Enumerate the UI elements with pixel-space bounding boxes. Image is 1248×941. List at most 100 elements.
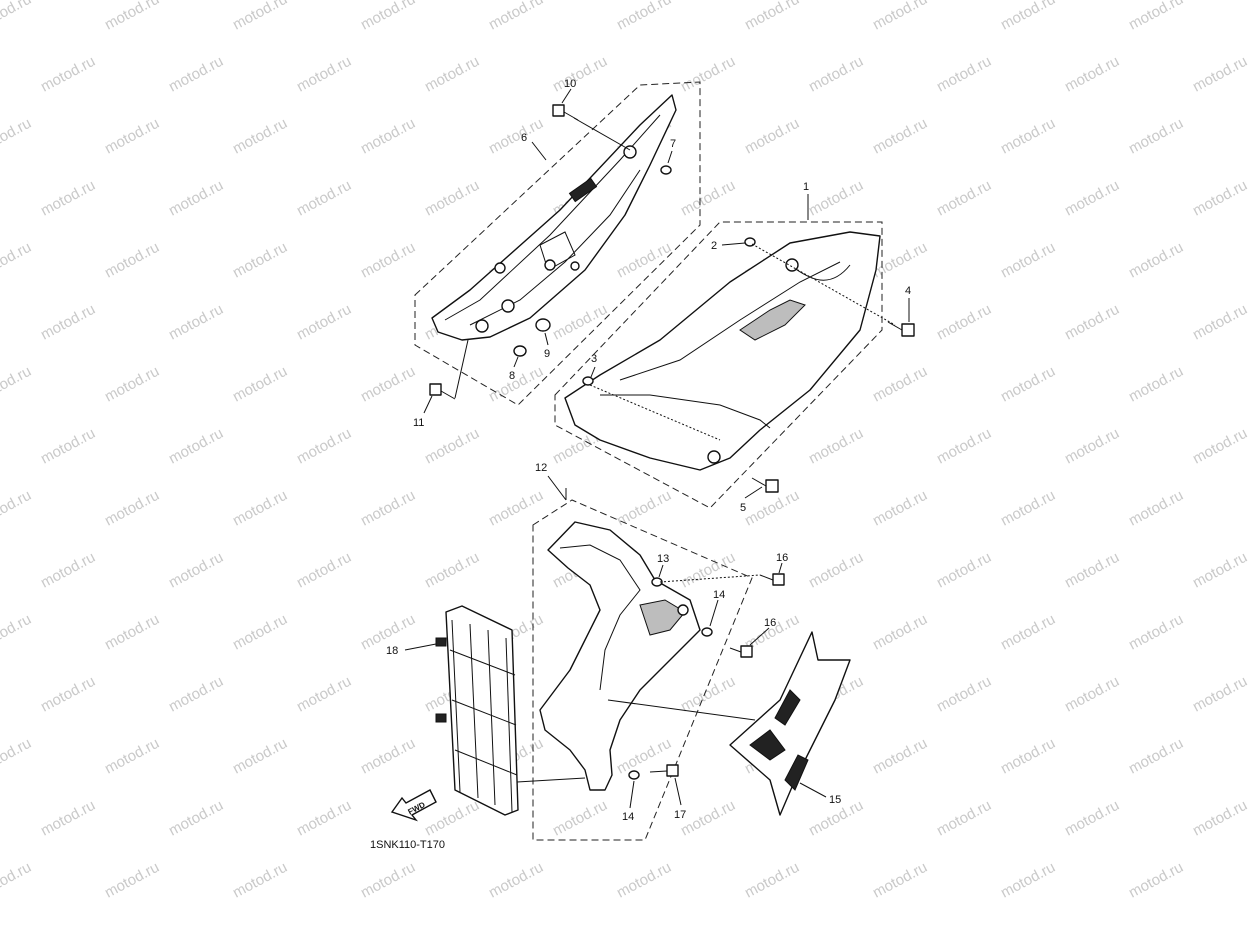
watermark-text: motod.ru bbox=[0, 115, 34, 158]
watermark-text: motod.ru bbox=[358, 115, 418, 158]
watermark-text: motod.ru bbox=[38, 797, 98, 840]
watermark-text: motod.ru bbox=[870, 363, 930, 406]
watermark-text: motod.ru bbox=[0, 363, 34, 406]
watermark-text: motod.ru bbox=[678, 797, 738, 840]
watermark-text: motod.ru bbox=[486, 363, 546, 406]
watermark-text: motod.ru bbox=[166, 549, 226, 592]
watermark-text: motod.ru bbox=[614, 239, 674, 282]
callout-3: 3 bbox=[591, 353, 597, 365]
watermark-text: motod.ru bbox=[358, 363, 418, 406]
bolt-11 bbox=[429, 383, 456, 400]
watermark-text: motod.ru bbox=[678, 549, 738, 592]
watermark-text: motod.ru bbox=[998, 115, 1058, 158]
watermark-text: motod.ru bbox=[294, 301, 354, 344]
watermark-text: motod.ru bbox=[998, 239, 1058, 282]
watermark-text: motod.ru bbox=[998, 611, 1058, 654]
watermark-text: motod.ru bbox=[1126, 363, 1186, 406]
watermark-text: motod.ru bbox=[166, 177, 226, 220]
watermark-text: motod.ru bbox=[294, 53, 354, 96]
part-group-12 bbox=[516, 488, 785, 841]
watermark-text: motod.ru bbox=[806, 549, 866, 592]
watermark-text: motod.ru bbox=[294, 425, 354, 468]
callout-leaders bbox=[404, 88, 910, 809]
watermark-text: motod.ru bbox=[870, 859, 930, 902]
collar-7 bbox=[660, 165, 672, 175]
watermark-text: motod.ru bbox=[166, 673, 226, 716]
watermark-text: motod.ru bbox=[870, 735, 930, 778]
watermark-text: motod.ru bbox=[166, 53, 226, 96]
watermark-text: motod.ru bbox=[358, 735, 418, 778]
radiator-guard-18 bbox=[435, 605, 519, 816]
watermark-text: motod.ru bbox=[422, 425, 482, 468]
callout-12: 12 bbox=[535, 462, 547, 474]
watermark-text: motod.ru bbox=[358, 859, 418, 902]
callout-13: 13 bbox=[657, 553, 669, 565]
watermark-text: motod.ru bbox=[102, 735, 162, 778]
watermark-text: motod.ru bbox=[870, 115, 930, 158]
watermark-text: motod.ru bbox=[678, 177, 738, 220]
watermark-text: motod.ru bbox=[230, 859, 290, 902]
watermark-text: motod.ru bbox=[678, 53, 738, 96]
watermark-text: motod.ru bbox=[230, 487, 290, 530]
watermark-text: motod.ru bbox=[1062, 177, 1122, 220]
callout-17: 17 bbox=[674, 809, 686, 821]
watermark-text: motod.ru bbox=[550, 53, 610, 96]
watermark-text: motod.ru bbox=[1126, 735, 1186, 778]
watermark-text: motod.ru bbox=[38, 177, 98, 220]
watermark-text: motod.ru bbox=[1062, 425, 1122, 468]
watermark-text: motod.ru bbox=[166, 425, 226, 468]
watermark-text: motod.ru bbox=[486, 0, 546, 34]
watermark-text: motod.ru bbox=[102, 0, 162, 34]
watermark-text: motod.ru bbox=[742, 859, 802, 902]
watermark-text: motod.ru bbox=[1126, 859, 1186, 902]
watermark-text: motod.ru bbox=[1062, 549, 1122, 592]
watermark-text: motod.ru bbox=[230, 0, 290, 34]
watermark-text: motod.ru bbox=[230, 363, 290, 406]
watermark-text: motod.ru bbox=[806, 53, 866, 96]
watermark-text: motod.ru bbox=[1126, 239, 1186, 282]
watermark-text: motod.ru bbox=[38, 673, 98, 716]
watermark-text: motod.ru bbox=[358, 239, 418, 282]
watermark-text: motod.ru bbox=[934, 177, 994, 220]
watermark-text: motod.ru bbox=[934, 549, 994, 592]
callout-5: 5 bbox=[740, 502, 746, 514]
watermark-text: motod.ru bbox=[614, 859, 674, 902]
callout-1: 1 bbox=[803, 181, 809, 193]
callout-9: 9 bbox=[544, 348, 550, 360]
watermark-text: motod.ru bbox=[1126, 487, 1186, 530]
watermark-text: motod.ru bbox=[1190, 425, 1248, 468]
bolt-5 bbox=[751, 477, 779, 493]
callout-18: 18 bbox=[386, 645, 398, 657]
fwd-arrow: FWD bbox=[390, 789, 437, 822]
watermark-text: motod.ru bbox=[1126, 0, 1186, 34]
watermark-text: motod.ru bbox=[934, 673, 994, 716]
bolt-16-lower bbox=[729, 645, 753, 658]
watermark-text: motod.ru bbox=[230, 611, 290, 654]
callout-16-upper: 16 bbox=[776, 552, 788, 564]
watermark-text: motod.ru bbox=[0, 487, 34, 530]
watermark-text: motod.ru bbox=[742, 487, 802, 530]
watermark-text: motod.ru bbox=[1190, 177, 1248, 220]
watermark-text: motod.ru bbox=[550, 797, 610, 840]
watermark-text: motod.ru bbox=[486, 115, 546, 158]
watermark-text: motod.ru bbox=[0, 239, 34, 282]
watermark-text: motod.ru bbox=[1126, 115, 1186, 158]
bolt-16-upper bbox=[759, 573, 785, 586]
callout-16-lower: 16 bbox=[764, 617, 776, 629]
watermark-text: motod.ru bbox=[870, 0, 930, 34]
callout-14-lower: 14 bbox=[622, 811, 634, 823]
watermark-text: motod.ru bbox=[1062, 301, 1122, 344]
watermark-text: motod.ru bbox=[486, 487, 546, 530]
watermark-text: motod.ru bbox=[102, 363, 162, 406]
watermark-text: motod.ru bbox=[230, 115, 290, 158]
watermark-text: motod.ru bbox=[1126, 611, 1186, 654]
watermark-text: motod.ru bbox=[1190, 549, 1248, 592]
watermark-text: motod.ru bbox=[358, 0, 418, 34]
watermark-text: motod.ru bbox=[0, 859, 34, 902]
watermark-text: motod.ru bbox=[294, 177, 354, 220]
callout-4: 4 bbox=[905, 285, 911, 297]
watermark-text: motod.ru bbox=[0, 735, 34, 778]
